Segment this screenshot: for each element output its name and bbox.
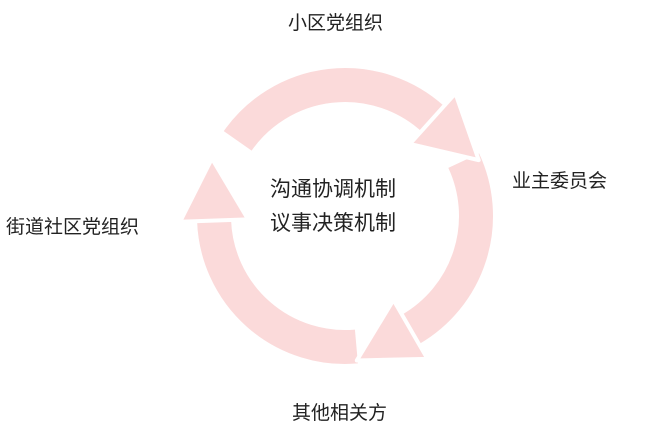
center-line-1: 沟通协调机制 [270,177,396,201]
arrow-head-icon [354,298,430,363]
center-line-2: 议事决策机制 [270,211,396,235]
arrow-head-icon [178,156,251,224]
cycle-arc [401,153,493,345]
cycle-arc [197,219,358,364]
cycle-arc [223,68,445,151]
arrow-head-icon [407,91,481,163]
center-text: 沟通协调机制 议事决策机制 [270,172,396,240]
node-left: 街道社区党组织 [6,216,140,238]
node-bottom: 其他相关方 [292,402,388,424]
node-top: 小区党组织 [288,12,384,34]
node-right: 业主委员会 [512,170,608,192]
